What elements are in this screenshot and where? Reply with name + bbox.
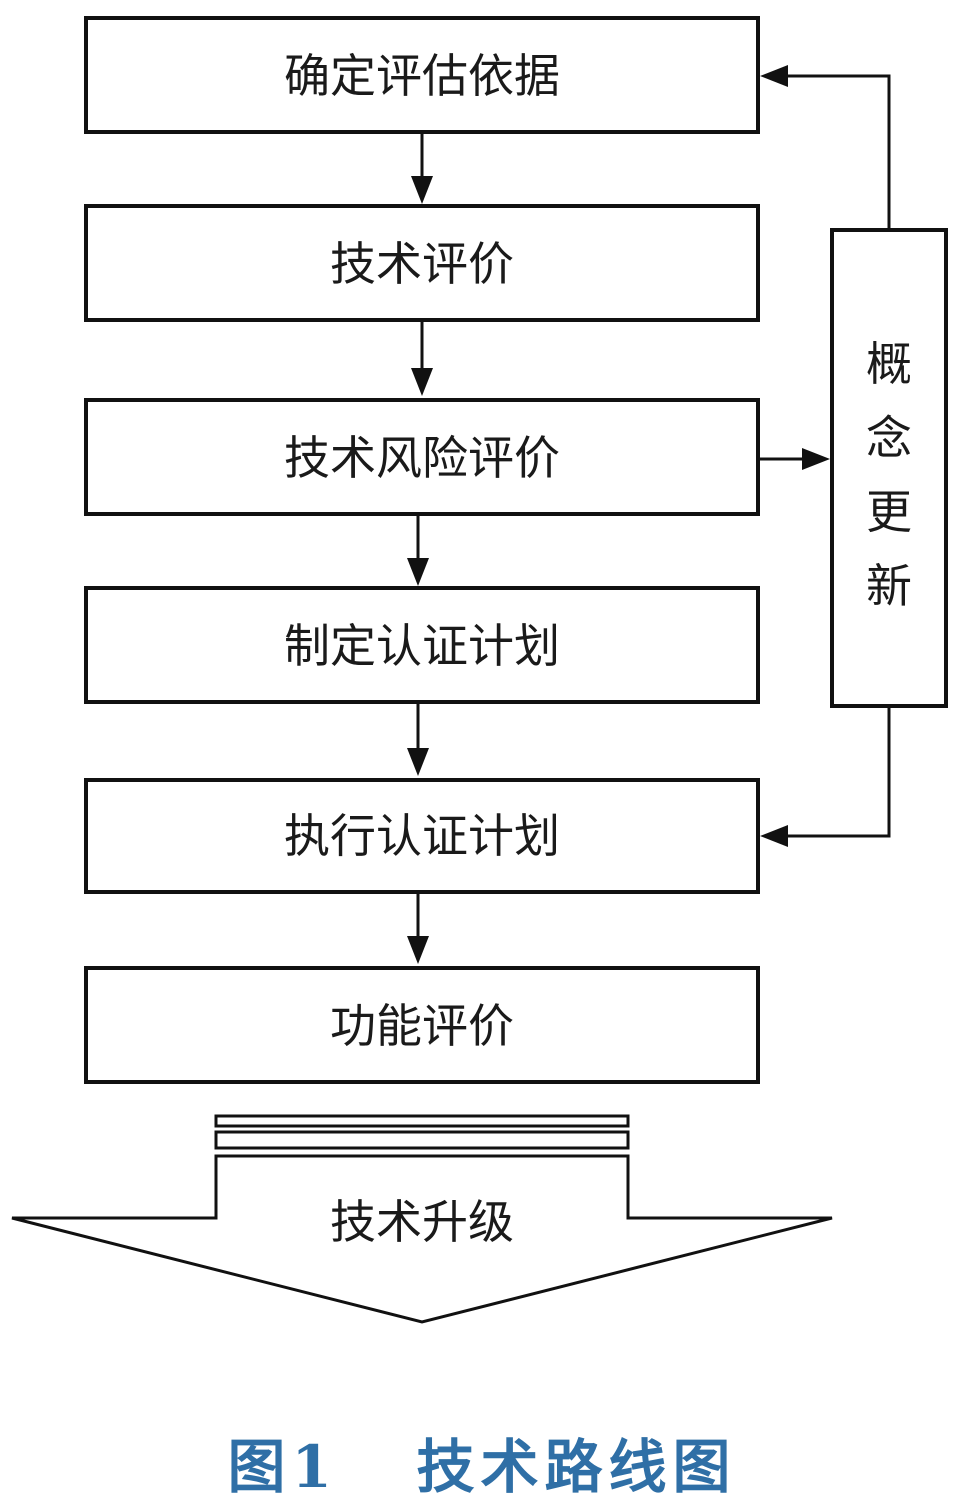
step-label: 技术风险评价: [284, 431, 560, 485]
step-label: 确定评估依据: [284, 49, 560, 103]
step-label: 制定认证计划: [284, 619, 560, 673]
arrow-concept-to-basis: [760, 65, 891, 228]
flow-arrow-4: [407, 704, 429, 776]
flow-arrow-1: [411, 134, 433, 204]
side-char: 新: [866, 559, 912, 613]
output-arrow-technology-upgrade: 技术升级: [11, 1114, 833, 1324]
flow-arrow-2: [411, 322, 433, 396]
arrow-risk-to-concept: [760, 448, 830, 470]
step-box-technical-evaluation: 技术评价: [84, 204, 760, 322]
step-box-function-evaluation: 功能评价: [84, 966, 760, 1084]
side-char: 更: [866, 485, 912, 539]
step-label: 功能评价: [330, 999, 514, 1053]
step-box-make-certification-plan: 制定认证计划: [84, 586, 760, 704]
side-box-concept-update: 概 念 更 新: [830, 228, 948, 708]
output-arrow-label: 技术升级: [330, 1195, 514, 1249]
side-char: 念: [866, 411, 912, 465]
step-box-execute-certification-plan: 执行认证计划: [84, 778, 760, 894]
step-box-determine-basis: 确定评估依据: [84, 16, 760, 134]
flowchart: 确定评估依据 技术评价 技术风险评价 制定认证计划 执行认证计划: [11, 16, 948, 1324]
figure-number: 图1: [227, 1433, 338, 1501]
arrow-concept-to-execute: [760, 708, 891, 847]
step-label: 执行认证计划: [284, 809, 560, 863]
flow-arrow-5: [407, 894, 429, 964]
flow-arrow-3: [407, 516, 429, 586]
step-label: 技术评价: [330, 237, 514, 291]
figure-title: 技术路线图: [416, 1433, 737, 1501]
step-box-technical-risk-evaluation: 技术风险评价: [84, 398, 760, 516]
figure-caption: 图1 技术路线图: [0, 1420, 964, 1504]
side-char: 概: [866, 337, 912, 391]
